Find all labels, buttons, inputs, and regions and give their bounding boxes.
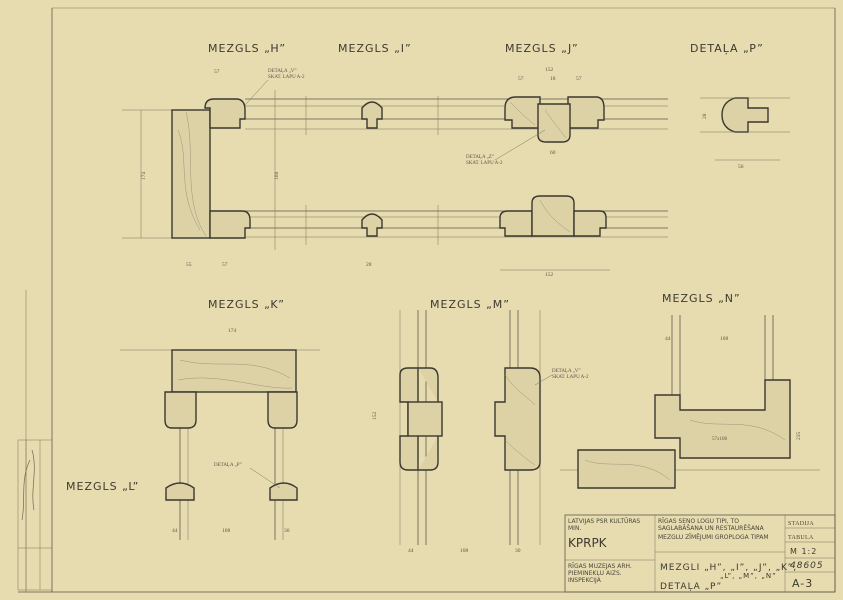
dim-h-height: 174 [141, 172, 147, 181]
sheet-title-1: MEZGLI „H”, „I”, „J”, „K”, [660, 563, 797, 573]
dim-j-total: 152 [545, 67, 554, 73]
node-n-section: 57x108 44 108 235 [560, 315, 820, 489]
dim-j-a: 57 [518, 76, 524, 82]
sheet-title-3: DETAĻA „P” [660, 582, 722, 592]
dim-m-height: 152 [372, 412, 378, 421]
dim-h-bottom-3: 57 [222, 262, 228, 268]
dim-n-a: 44 [665, 336, 671, 342]
dim-j-c: 57 [576, 76, 582, 82]
approval-strip [17, 439, 53, 591]
ministry-label: LATVIJAS PSR KULTŪRAS MIN. [568, 518, 641, 532]
dim-k-c: 30 [284, 528, 290, 534]
dim-h-bottom-1: 55 [186, 262, 192, 268]
ref-h-2: SKAT. LAPU A-2 [268, 75, 305, 80]
dim-h-width: 57 [214, 69, 220, 75]
dim-h-inner: 108 [274, 172, 280, 181]
dim-m-b: 108 [460, 548, 469, 554]
dim-m-a: 44 [408, 548, 414, 554]
inspection-label: RĪGAS MUZEJAS ARH. PIEMINEKĻU AIZS. INSP… [568, 563, 632, 584]
scale-label: M 1:2 [790, 547, 817, 556]
dim-j-mullion: 60 [550, 150, 556, 156]
dim-n-c: 235 [796, 432, 802, 441]
ref-j-1: DETAĻA „Z” [466, 155, 494, 160]
title-node-j: MEZGLS „J” [505, 42, 579, 55]
node-i-section: 28 [361, 101, 383, 268]
title-node-m: MEZGLS „M” [430, 298, 510, 311]
dim-m-c: 30 [515, 548, 521, 554]
dim-i: 28 [366, 262, 372, 268]
ref-h-1: DETAĻA „V” [268, 69, 297, 74]
dim-j-bottom: 152 [545, 272, 554, 278]
dim-k-width: 174 [228, 328, 237, 334]
dim-k-a: 44 [172, 528, 178, 534]
dim-p-height: 28 [702, 113, 708, 119]
node-m-section: 152 44 108 30 DETAĻA „V” SKAT. LAPU A-2 [372, 310, 589, 554]
title-detail-p: DETAĻA „P” [690, 42, 764, 55]
dim-k-b: 108 [222, 528, 231, 534]
ref-n: 57x108 [712, 437, 728, 442]
archive-number: 48605 [790, 561, 824, 571]
dim-j-b: 18 [550, 76, 556, 82]
sheet-title-2: „L”, „M”, „N” [720, 572, 777, 580]
ref-m-2: SKAT. LAPU A-2 [552, 375, 589, 380]
title-node-n: MEZGLS „N” [662, 292, 741, 305]
stage-label: STADIJA [788, 521, 814, 527]
title-node-i: MEZGLS „I” [338, 42, 412, 55]
ref-j-2: SKAT. LAPU A-2 [466, 161, 503, 166]
title-node-k: MEZGLS „K” [208, 298, 285, 311]
title-block [564, 514, 836, 593]
title-node-l: MEZGLS „L” [66, 480, 139, 493]
node-h-section: 57 174 108 55 57 DETAĻA „V” SKAT. LAPU A… [141, 69, 305, 268]
node-k-section: 174 44 108 30 DETAĻA „P” [120, 328, 320, 540]
ref-m-1: DETAĻA „V” [552, 369, 581, 374]
subject-label: MEZGLU ZĪMĒJUMI GROPLOGA TIPAM [658, 534, 769, 541]
dim-p-width: 56 [738, 164, 744, 170]
signature [21, 449, 35, 521]
org-label: KPRPK [568, 536, 607, 550]
table-label: TABULA [788, 535, 814, 541]
title-node-h: MEZGLS „H” [208, 42, 286, 55]
project-label: RĪGAS SENO LOGU TIPI, TO SAGLABĀŠANA UN … [658, 518, 764, 532]
ref-k: DETAĻA „P” [214, 463, 242, 468]
sheet-number: A-3 [792, 577, 813, 590]
dim-n-b: 108 [720, 336, 729, 342]
node-j-section: 152 57 18 57 60 152 DETAĻA „Z” SKAT. LAP… [466, 67, 610, 278]
detail-p-section: 28 56 [700, 97, 790, 170]
